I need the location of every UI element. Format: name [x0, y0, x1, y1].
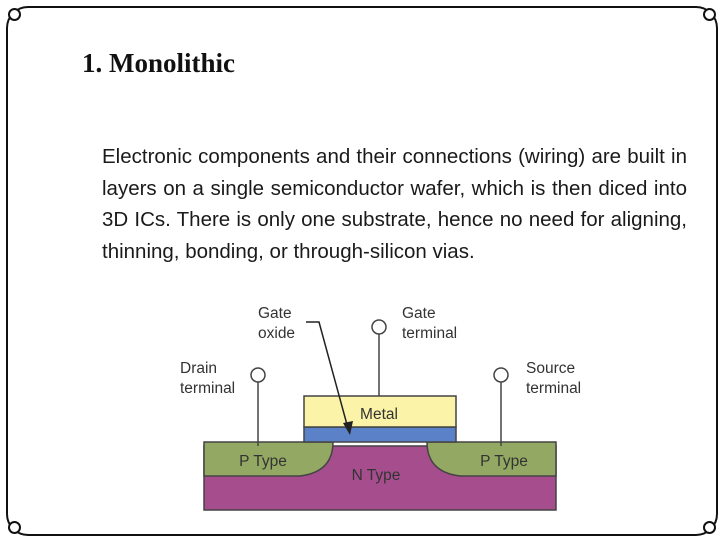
slide-frame — [6, 6, 718, 536]
drain-terminal-icon — [250, 367, 266, 383]
arrowhead-icon — [343, 421, 353, 435]
drain-terminal-label-line2: terminal — [180, 380, 235, 397]
metal-layer — [303, 395, 457, 428]
metal-label: Metal — [360, 406, 398, 423]
gate-terminal-label-line2: terminal — [402, 325, 457, 342]
corner-ring-icon — [703, 521, 716, 534]
source-terminal-label-line2: terminal — [526, 380, 581, 397]
body-paragraph: Electronic components and their connecti… — [102, 145, 687, 263]
drain-terminal-label-line1: Drain — [180, 360, 217, 377]
corner-ring-icon — [703, 8, 716, 21]
p-type-right-region — [426, 441, 557, 477]
n-type-label: N Type — [352, 467, 401, 484]
gate-terminal-icon — [371, 319, 387, 335]
p-type-left-label: P Type — [239, 453, 287, 470]
slide-title: 1. Monolithic — [82, 48, 235, 78]
corner-ring-icon — [8, 8, 21, 21]
corner-ring-icon — [8, 521, 21, 534]
gate-oxide-label-line1: Gate — [258, 305, 292, 322]
gate-oxide-layer — [303, 426, 457, 443]
gate-oxide-label-line2: oxide — [258, 325, 295, 342]
p-type-left-region — [203, 441, 334, 477]
source-terminal-label-line1: Source — [526, 360, 575, 377]
gate-oxide-pointer — [306, 321, 350, 433]
p-type-right-label: P Type — [480, 453, 528, 470]
gate-terminal-label-line1: Gate — [402, 305, 436, 322]
source-terminal-icon — [493, 367, 509, 383]
